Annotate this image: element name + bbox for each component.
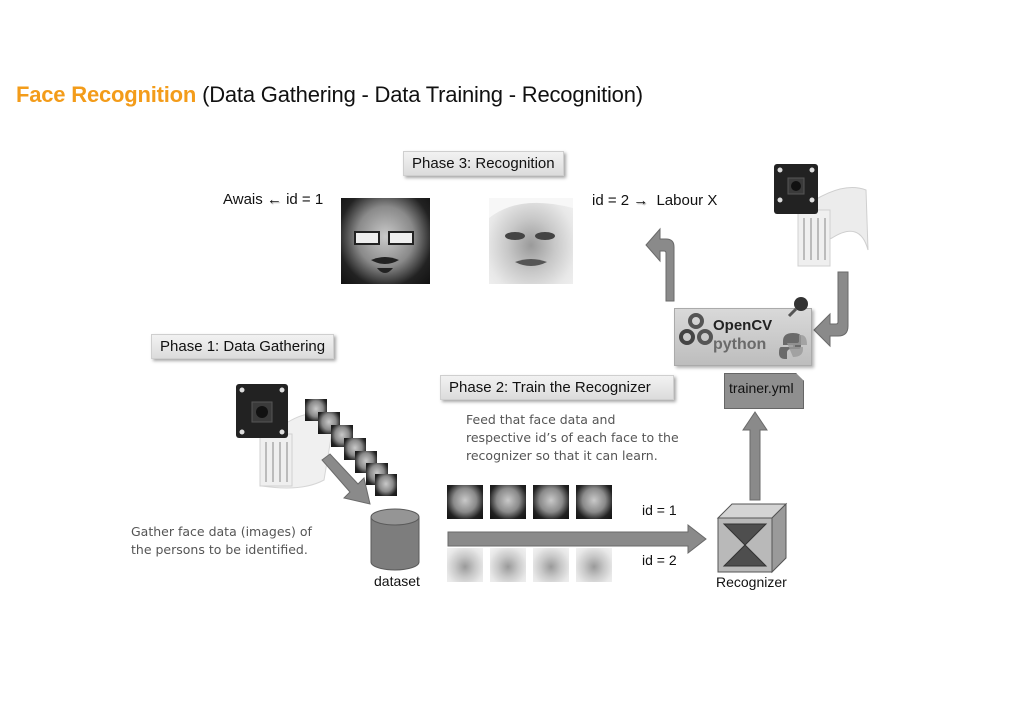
arrow-faces-to-dataset: [321, 453, 371, 505]
python-logo-icon: [779, 333, 807, 359]
face-features-awais: [354, 231, 414, 273]
title-rest: (Data Gathering - Data Training - Recogn…: [196, 82, 643, 107]
arrow-right-icon: →: [633, 192, 649, 209]
trainer-file-label: trainer.yml: [729, 380, 794, 396]
opencv-logo-icon: [679, 313, 713, 345]
training-face-id2: [447, 548, 483, 582]
training-face-id1: [490, 485, 526, 519]
training-face-id1: [533, 485, 569, 519]
captured-face: [375, 474, 397, 496]
result-labour-id: id = 2: [592, 192, 630, 209]
result-awais-name: Awais: [223, 191, 263, 208]
result-labour-name: Labour X: [656, 192, 718, 209]
training-face-id1: [447, 485, 483, 519]
training-face-id2: [490, 548, 526, 582]
arrow-recognizer-to-trainer: [742, 411, 768, 501]
diagram-title: Face Recognition (Data Gathering - Data …: [16, 82, 643, 108]
recognizer-cube-icon: [716, 502, 788, 574]
phase2-desc-line2: respective id’s of each face to the: [466, 430, 679, 445]
face-features-labour: [489, 198, 573, 266]
result-awais-id: id = 1: [286, 191, 324, 208]
phase2-desc-line1: Feed that face data and: [466, 412, 616, 427]
dataset-cylinder-icon: [370, 508, 420, 571]
arrow-opencv-to-result: [645, 227, 675, 302]
dataset-label: dataset: [374, 573, 420, 589]
camera-phase1-icon: [236, 384, 333, 489]
camera-phase3-icon: [774, 164, 869, 267]
training-face-id2: [576, 548, 612, 582]
phase1-label: Phase 1: Data Gathering: [160, 338, 326, 355]
face-image-awais: [341, 198, 430, 284]
phase2-label: Phase 2: Train the Recognizer: [449, 379, 651, 396]
python-text: python: [713, 336, 767, 353]
training-id2-label: id = 2: [642, 552, 677, 568]
training-face-id2: [533, 548, 569, 582]
title-accent: Face Recognition: [16, 82, 197, 107]
opencv-text: OpenCV: [713, 317, 773, 334]
phase1-desc-line2: the persons to be identified.: [131, 542, 308, 557]
phase1-description: Gather face data (images) of the persons…: [131, 523, 312, 559]
phase1-desc-line1: Gather face data (images) of: [131, 524, 312, 539]
face-image-labour: [489, 198, 573, 284]
phase3-label: Phase 3: Recognition: [412, 155, 555, 172]
result-labour: id = 2 → Labour X: [592, 192, 717, 209]
arrow-dataset-to-recognizer: [447, 523, 707, 555]
pin-icon: [787, 297, 808, 318]
phase3-label-box: Phase 3: Recognition: [403, 151, 564, 176]
training-face-id1: [576, 485, 612, 519]
arrow-camera-to-opencv: [813, 271, 849, 348]
arrow-left-icon: ←: [266, 191, 282, 208]
phase2-description: Feed that face data and respective id’s …: [466, 411, 679, 465]
opencv-python-logo: OpenCV python: [674, 297, 812, 366]
recognizer-label: Recognizer: [716, 574, 787, 590]
training-id1-label: id = 1: [642, 502, 677, 518]
phase1-label-box: Phase 1: Data Gathering: [151, 334, 335, 359]
phase2-label-box: Phase 2: Train the Recognizer: [440, 375, 674, 400]
phase2-desc-line3: recognizer so that it can learn.: [466, 448, 658, 463]
trainer-file: trainer.yml: [724, 373, 804, 409]
result-awais: Awais ← id = 1: [223, 191, 323, 208]
